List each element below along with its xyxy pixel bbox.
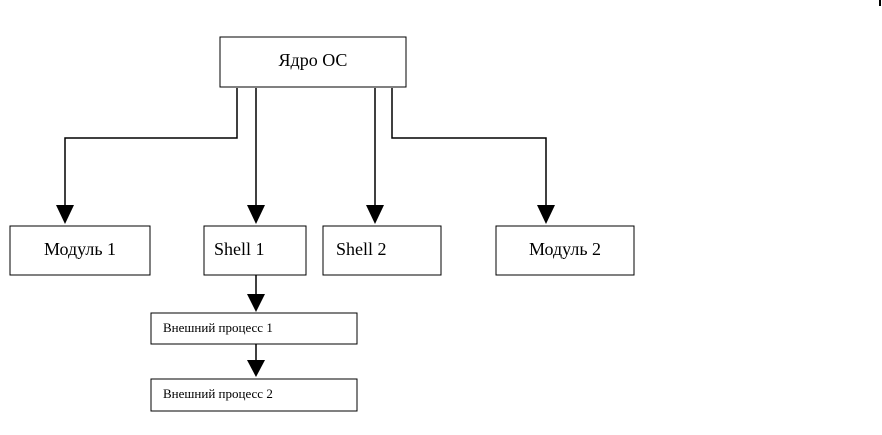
arrowhead-module2 xyxy=(537,205,555,224)
node-ext1: Внешний процесс 1 xyxy=(150,312,358,345)
node-ext1-label: Внешний процесс 1 xyxy=(163,320,273,335)
edge-shell1-ext1 xyxy=(247,274,265,312)
node-kernel: Ядро ОС xyxy=(219,36,407,88)
node-module1-label: Модуль 1 xyxy=(44,239,116,259)
edge-ext1-ext2 xyxy=(247,344,265,377)
node-module2: Модуль 2 xyxy=(495,225,635,276)
arrowhead-shell2 xyxy=(366,205,384,224)
node-shell1: Shell 1 xyxy=(203,225,307,276)
node-shell2-label: Shell 2 xyxy=(336,239,387,259)
arrowhead-ext2 xyxy=(247,360,265,377)
arrowhead-shell1 xyxy=(247,205,265,224)
edge-kernel-shell1 xyxy=(247,88,265,224)
node-module2-label: Модуль 2 xyxy=(529,239,601,259)
node-ext2-label: Внешний процесс 2 xyxy=(163,386,273,401)
node-ext2: Внешний процесс 2 xyxy=(150,378,358,412)
node-kernel-label: Ядро ОС xyxy=(279,50,348,70)
arrowhead-ext1 xyxy=(247,294,265,312)
arrowhead-module1 xyxy=(56,205,74,224)
node-shell1-label: Shell 1 xyxy=(214,239,265,259)
edge-kernel-shell2 xyxy=(366,88,384,224)
node-module1: Модуль 1 xyxy=(9,225,151,276)
edge-kernel-module2 xyxy=(391,88,555,224)
edge-kernel-module1 xyxy=(56,88,238,224)
node-shell2: Shell 2 xyxy=(322,225,442,276)
